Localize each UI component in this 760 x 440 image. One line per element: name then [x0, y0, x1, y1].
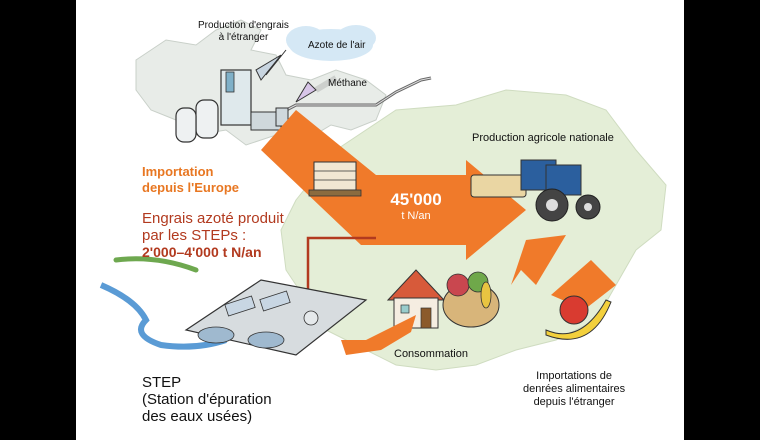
label-line: (Station d'épuration — [142, 391, 272, 408]
tractor-icon — [470, 159, 601, 222]
treatment-plant-icon — [184, 279, 368, 356]
label-step: STEP (Station d'épuration des eaux usées… — [142, 374, 272, 425]
label-production-engrais: Production d'engrais à l'étranger — [198, 20, 289, 44]
label-line: Importation — [142, 164, 214, 179]
methane-arrow — [295, 81, 317, 103]
diagram-canvas: Production d'engrais à l'étranger Azote … — [76, 0, 684, 440]
label-importations-denrees: Importations de denrées alimentaires dep… — [523, 370, 625, 409]
label-engrais-steps: Engrais azoté produit par les STEPs : — [142, 210, 284, 244]
label-production-agricole: Production agricole nationale — [472, 132, 614, 144]
flow-arrow-import — [551, 260, 616, 320]
river-icon — [99, 282, 227, 350]
label-azote-air: Azote de l'air — [308, 40, 366, 51]
label-line: denrées alimentaires — [523, 383, 626, 395]
label-line: depuis l'Europe — [142, 180, 239, 195]
label-line: Importations de — [536, 370, 612, 382]
label-methane: Méthane — [328, 78, 367, 89]
fruit-icon — [545, 295, 612, 340]
flow-arrow-consumption — [341, 315, 416, 355]
label-engrais-steps-value: 2'000–4'000 t N/an — [142, 244, 262, 260]
label-consommation: Consommation — [394, 348, 468, 360]
label-line: depuis l'étranger — [533, 396, 615, 408]
label-line: à l'étranger — [218, 32, 269, 43]
label-line: STEP — [142, 374, 182, 391]
flow-arrow-agri — [511, 235, 566, 285]
label-line: Production d'engrais — [198, 20, 289, 31]
cloud-icon — [286, 25, 376, 61]
main-flow-arrow — [261, 110, 526, 260]
flow-unit: t N/an — [401, 210, 431, 222]
label-line: des eaux usées) — [142, 408, 253, 425]
food-basket-icon — [442, 271, 500, 328]
label-importation: Importation depuis l'Europe — [142, 164, 239, 196]
flow-value: 45'000 — [390, 190, 442, 209]
air-arrow — [255, 49, 287, 81]
factory-icon — [175, 69, 289, 143]
diagram-graphics — [99, 19, 667, 371]
label-line: Engrais azoté produit — [142, 210, 284, 227]
label-line: par les STEPs : — [142, 227, 247, 244]
fertilizer-bags-icon — [308, 161, 362, 197]
house-icon — [386, 269, 446, 329]
